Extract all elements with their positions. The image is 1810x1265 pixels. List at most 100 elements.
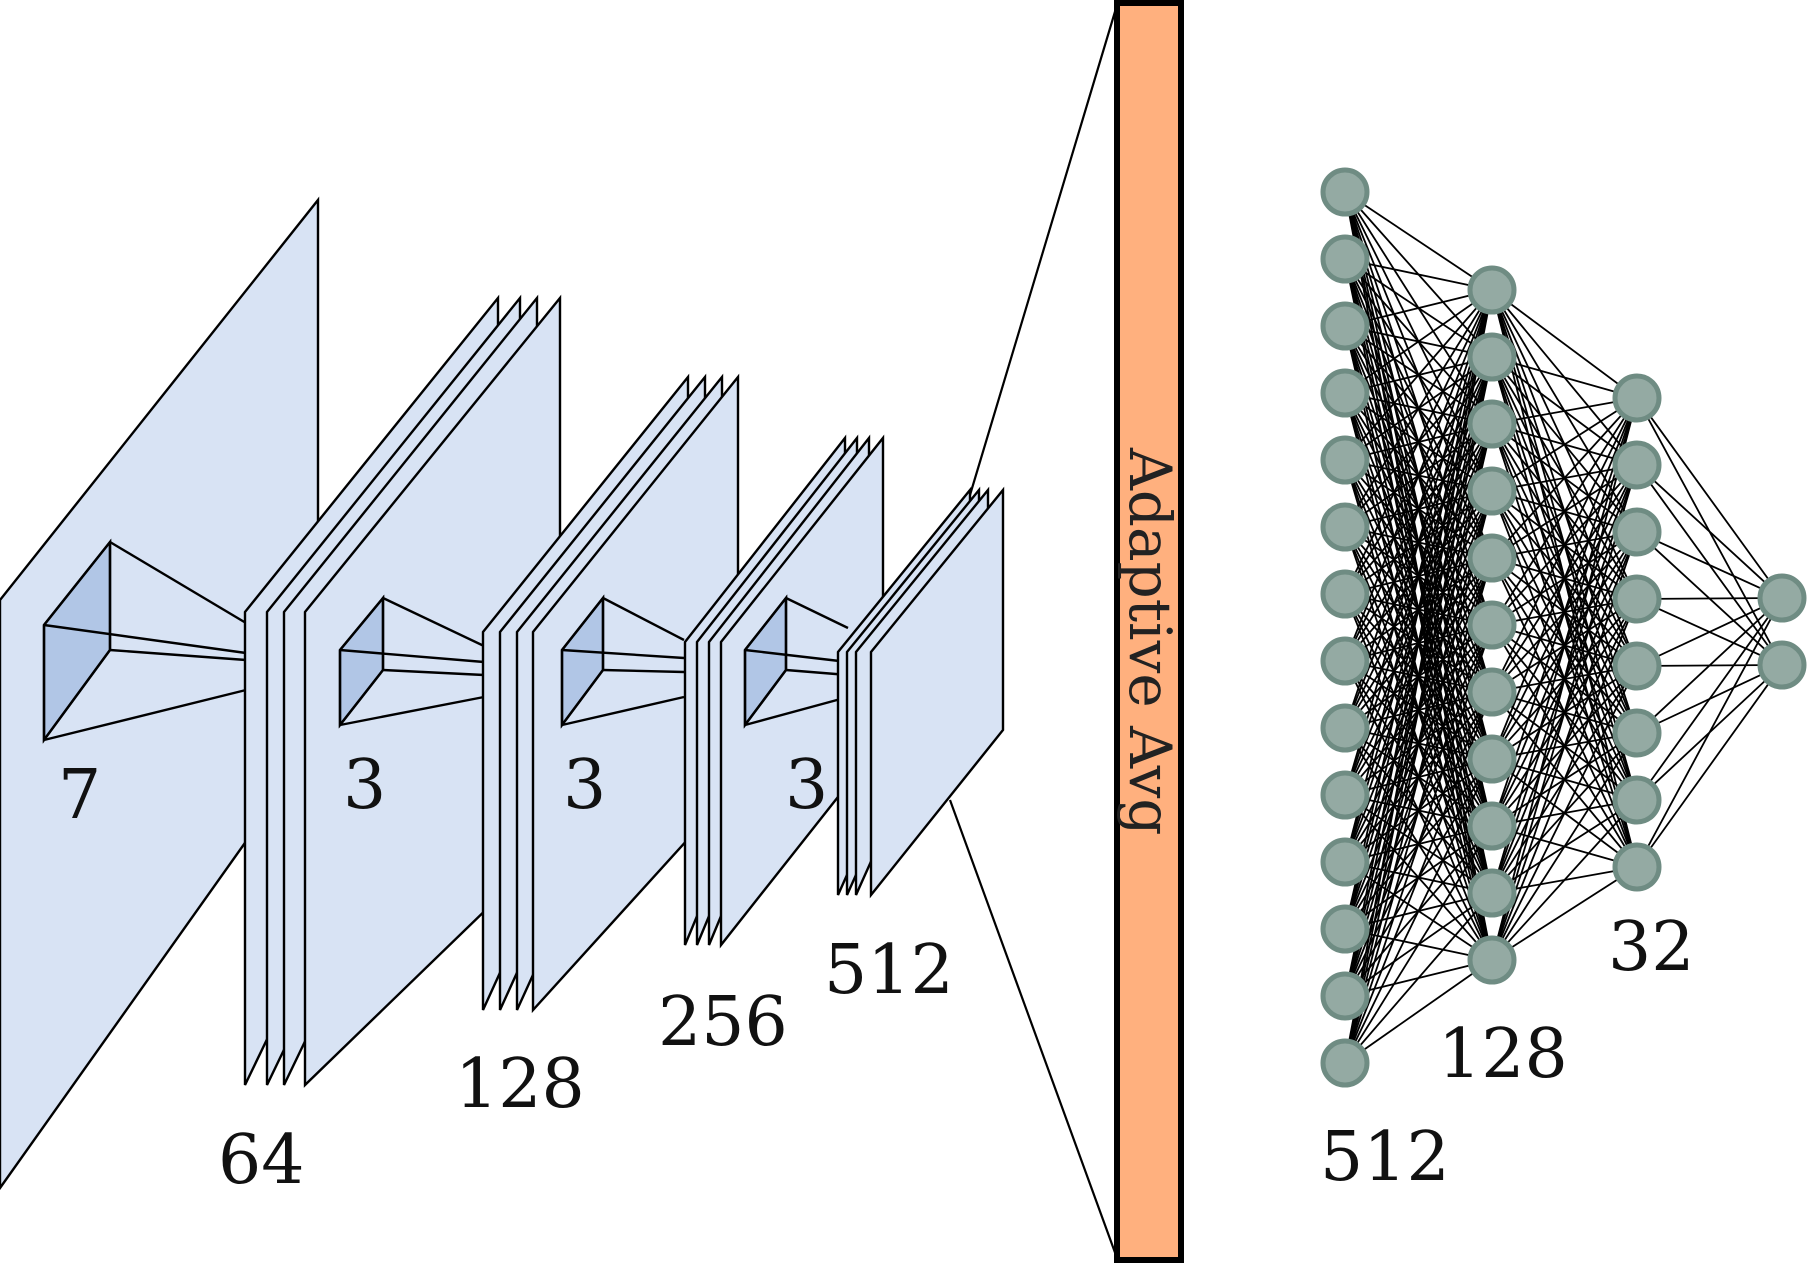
kernel-3-frustum-3 — [743, 594, 849, 729]
fc-edge — [1491, 598, 1638, 961]
fc-edge — [1344, 289, 1493, 528]
fc-edge — [1344, 758, 1493, 1064]
fc-edge — [1636, 531, 1783, 599]
neuron-layer2-8 — [1467, 734, 1517, 784]
fc-edge — [1491, 397, 1638, 492]
fc-edge — [1636, 464, 1783, 599]
fc-neurons — [1320, 167, 1807, 1088]
channel-label-256: 256 — [658, 983, 788, 1062]
neuron-layer2-7 — [1467, 667, 1517, 717]
neuron-layer3-6 — [1612, 708, 1662, 758]
fc-edge — [1344, 289, 1493, 327]
fc-edge — [1344, 289, 1493, 394]
fc-edge — [1491, 799, 1638, 961]
fc-edge — [1491, 397, 1638, 827]
neuron-layer1-1 — [1320, 167, 1370, 217]
neuron-layer1-9 — [1320, 703, 1370, 753]
layer-label-512: 512 — [1320, 1118, 1450, 1197]
fc-edge — [1491, 732, 1638, 961]
kernel-size-label-3: 3 — [563, 746, 606, 825]
fc-edge — [1491, 397, 1638, 760]
neuron-layer2-1 — [1467, 265, 1517, 315]
kernel-size-label-2: 3 — [343, 746, 386, 825]
kernel-3-frustum-2 — [560, 594, 685, 729]
fc-edge — [1491, 464, 1638, 961]
channel-label-128: 128 — [455, 1045, 585, 1124]
neuron-layer4-1 — [1757, 573, 1807, 623]
layer-label-128: 128 — [1438, 1015, 1568, 1094]
fc-edge — [1636, 597, 1783, 801]
neuron-layer3-5 — [1612, 641, 1662, 691]
neuron-layer1-12 — [1320, 904, 1370, 954]
neuron-layer1-4 — [1320, 368, 1370, 418]
fc-edge — [1344, 191, 1493, 291]
neuron-layer2-11 — [1467, 935, 1517, 985]
fc-edge — [1491, 289, 1638, 399]
neuron-layer2-2 — [1467, 332, 1517, 382]
neuron-layer1-13 — [1320, 971, 1370, 1021]
fc-edge — [1344, 289, 1493, 1064]
fc-edge — [1344, 959, 1493, 1064]
fc-edge — [1636, 664, 1783, 868]
fc-edge — [1344, 289, 1493, 595]
neuron-layer2-4 — [1467, 466, 1517, 516]
layer-label-32: 32 — [1608, 908, 1695, 987]
fc-edge — [1344, 356, 1493, 1064]
fc-edge — [1491, 397, 1638, 559]
neuron-layer3-3 — [1612, 507, 1662, 557]
neuron-layer3-8 — [1612, 842, 1662, 892]
fc-edge — [1344, 289, 1493, 863]
kernel-3-frustum-1 — [338, 594, 485, 729]
neuron-layer2-9 — [1467, 801, 1517, 851]
neuron-layer3-4 — [1612, 574, 1662, 624]
projection-lines — [948, 4, 1119, 1259]
neuron-layer4-2 — [1757, 640, 1807, 690]
fc-connections — [1344, 191, 1783, 1064]
fc-edge — [1344, 892, 1493, 1064]
neuron-layer1-7 — [1320, 569, 1370, 619]
neuron-layer1-14 — [1320, 1038, 1370, 1088]
neuron-layer3-7 — [1612, 775, 1662, 825]
fc-edge — [1491, 866, 1638, 961]
kernel-size-label-4: 3 — [785, 746, 828, 825]
neuron-layer2-6 — [1467, 600, 1517, 650]
neuron-layer1-3 — [1320, 301, 1370, 351]
fc-edge — [1344, 289, 1493, 729]
adaptive-avg-pool-bar: Adaptive Avg — [1114, 0, 1184, 1263]
neuron-layer1-6 — [1320, 502, 1370, 552]
fc-edge — [1491, 397, 1638, 961]
fc-edge — [1344, 490, 1493, 1064]
neuron-layer1-8 — [1320, 636, 1370, 686]
fc-edge — [1344, 289, 1493, 930]
fc-edge — [1636, 597, 1783, 868]
fc-edge — [1344, 423, 1493, 1064]
fc-edge — [1344, 258, 1493, 291]
fc-edge — [1491, 397, 1638, 425]
fc-edge — [1344, 289, 1493, 662]
fc-edge — [1344, 557, 1493, 1064]
fc-edge — [1344, 825, 1493, 1064]
neuron-layer3-1 — [1612, 373, 1662, 423]
fc-edge — [1636, 397, 1783, 599]
fc-edge — [1344, 691, 1493, 1064]
fc-edge — [1344, 289, 1493, 461]
channel-label-64: 64 — [218, 1121, 305, 1200]
feature-map-stack-64 — [243, 294, 562, 1088]
channel-label-512: 512 — [824, 931, 954, 1010]
kernel-7-frustum — [42, 538, 247, 744]
fc-edge — [1491, 356, 1638, 399]
neuron-layer2-10 — [1467, 868, 1517, 918]
fc-edge — [1491, 531, 1638, 961]
neuron-layer1-11 — [1320, 837, 1370, 887]
fc-edge — [1491, 397, 1638, 626]
neuron-layer1-5 — [1320, 435, 1370, 485]
fc-edge — [1636, 597, 1783, 734]
feature-map-stack-512 — [836, 486, 1005, 899]
fc-edge — [1636, 597, 1783, 667]
neuron-layer1-10 — [1320, 770, 1370, 820]
neuron-layer1-2 — [1320, 234, 1370, 284]
kernel-size-label-1: 7 — [58, 756, 101, 835]
neuron-layer2-3 — [1467, 399, 1517, 449]
fc-edge — [1491, 397, 1638, 693]
